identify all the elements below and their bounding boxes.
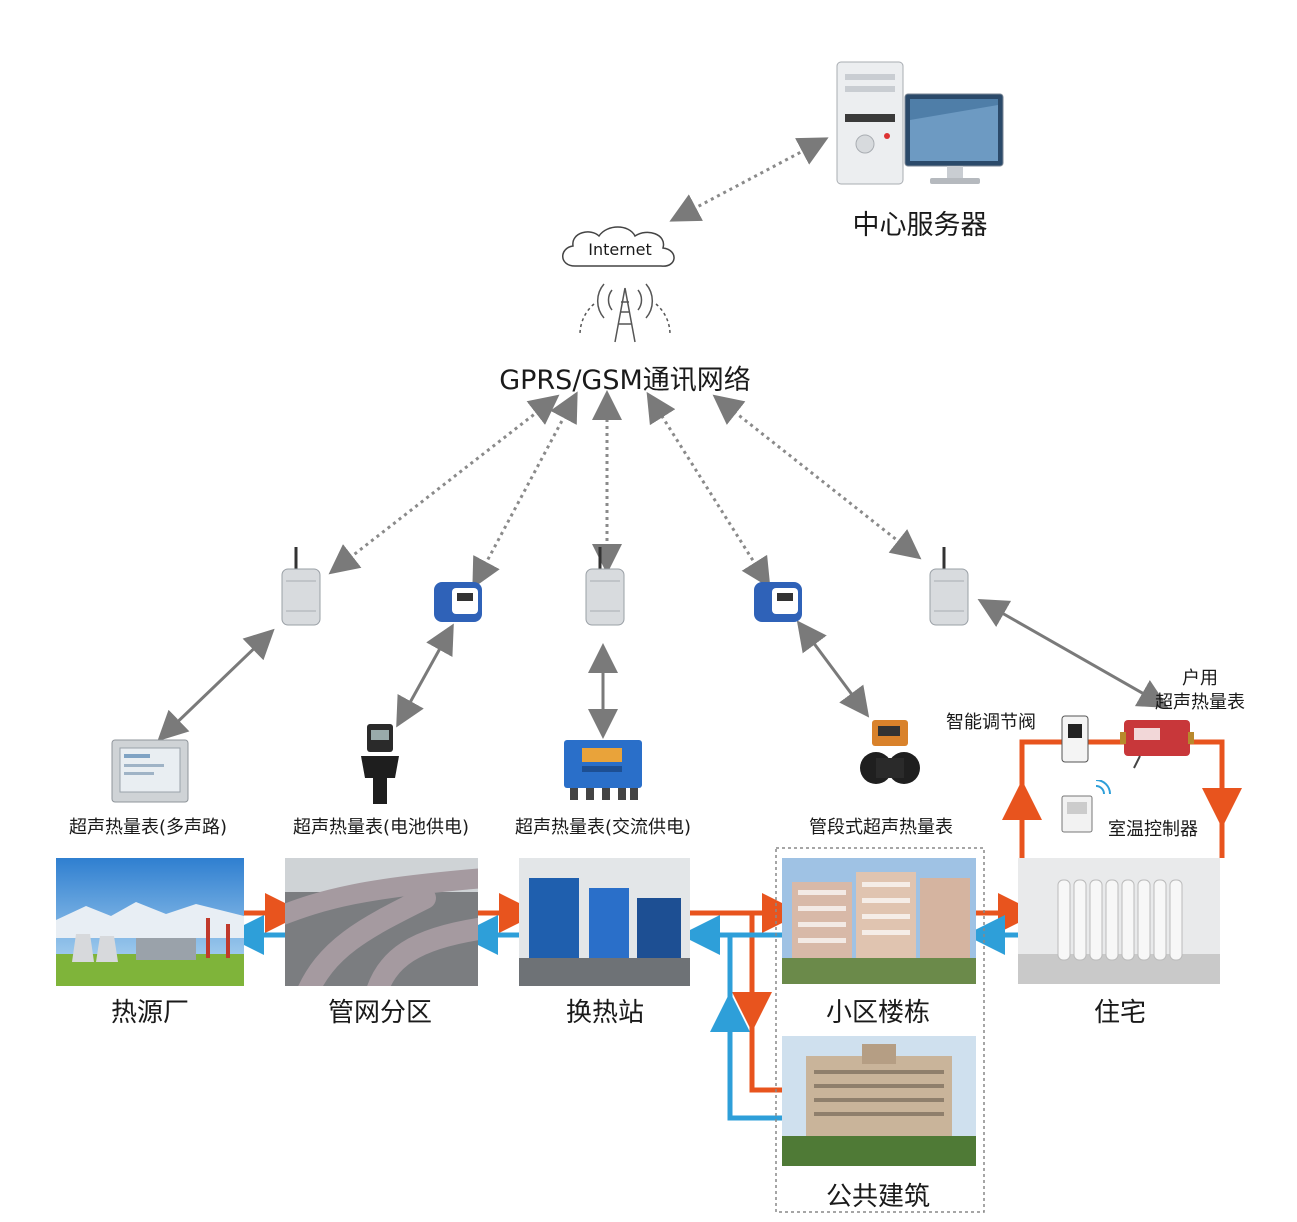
gateway-2-icon (432, 580, 484, 624)
gateway-4-icon (752, 580, 804, 624)
internet-cloud-icon (555, 222, 685, 278)
pipe-network-photo (285, 858, 478, 986)
multi-path-meter-icon (110, 738, 190, 804)
battery-meter-icon (355, 722, 405, 806)
exchange-station-photo (519, 858, 690, 986)
pipe-meter-icon (858, 700, 922, 796)
link-gprs-gateway-4 (646, 391, 771, 589)
residential-building-photo (782, 858, 976, 984)
exchange-station-label: 换热站 (565, 998, 644, 1028)
household-meter-icon (1120, 716, 1194, 770)
public-building-photo (782, 1036, 976, 1166)
pipe-network-label: 管网分区 (327, 998, 432, 1028)
heat-source-photo (56, 858, 244, 986)
meter-pipe-label: 管段式超声热量表 (809, 817, 953, 838)
gateway-5-icon (926, 545, 972, 627)
household-meter-label-2: 超声热量表 (1155, 692, 1245, 713)
link-meter-gateway-2 (396, 623, 454, 728)
residence-photo (1018, 858, 1220, 984)
gateway-1-icon (278, 545, 324, 627)
residential-building-label: 小区楼栋 (825, 998, 930, 1028)
gprs-network-label: GPRS/GSM通讯网络 (499, 365, 751, 396)
gateway-3-icon (582, 545, 628, 627)
cell-tower-icon (560, 278, 690, 348)
link-meter-gateway-4 (796, 620, 870, 718)
link-server-internet (669, 137, 829, 222)
smart-valve-icon (1060, 714, 1090, 764)
household-meter-label-1: 户用 (1182, 668, 1218, 689)
link-gprs-gateway-5 (712, 394, 922, 560)
room-controller-icon (1058, 779, 1116, 836)
link-meter-gateway-1 (157, 628, 275, 742)
residence-label: 住宅 (1093, 998, 1146, 1028)
link-gprs-gateway-2 (472, 391, 578, 589)
link-gprs-gateway-1 (328, 394, 560, 575)
meter-battery-label: 超声热量表(电池供电) (292, 817, 470, 838)
room-controller-label: 室温控制器 (1108, 819, 1198, 840)
building-group-box (775, 847, 985, 1213)
meter-ac-label: 超声热量表(交流供电) (514, 817, 692, 838)
link-meter-gateway-5 (977, 599, 1169, 708)
meter-multi-label: 超声热量表(多声路) (68, 817, 228, 838)
server-label: 中心服务器 (852, 210, 988, 241)
public-building-label: 公共建筑 (825, 1182, 930, 1212)
smart-valve-label: 智能调节阀 (946, 712, 1036, 733)
server-icon (835, 60, 1005, 190)
heat-source-label: 热源厂 (110, 998, 189, 1028)
ac-meter-icon (560, 738, 646, 802)
internet-label: Internet (588, 240, 652, 259)
